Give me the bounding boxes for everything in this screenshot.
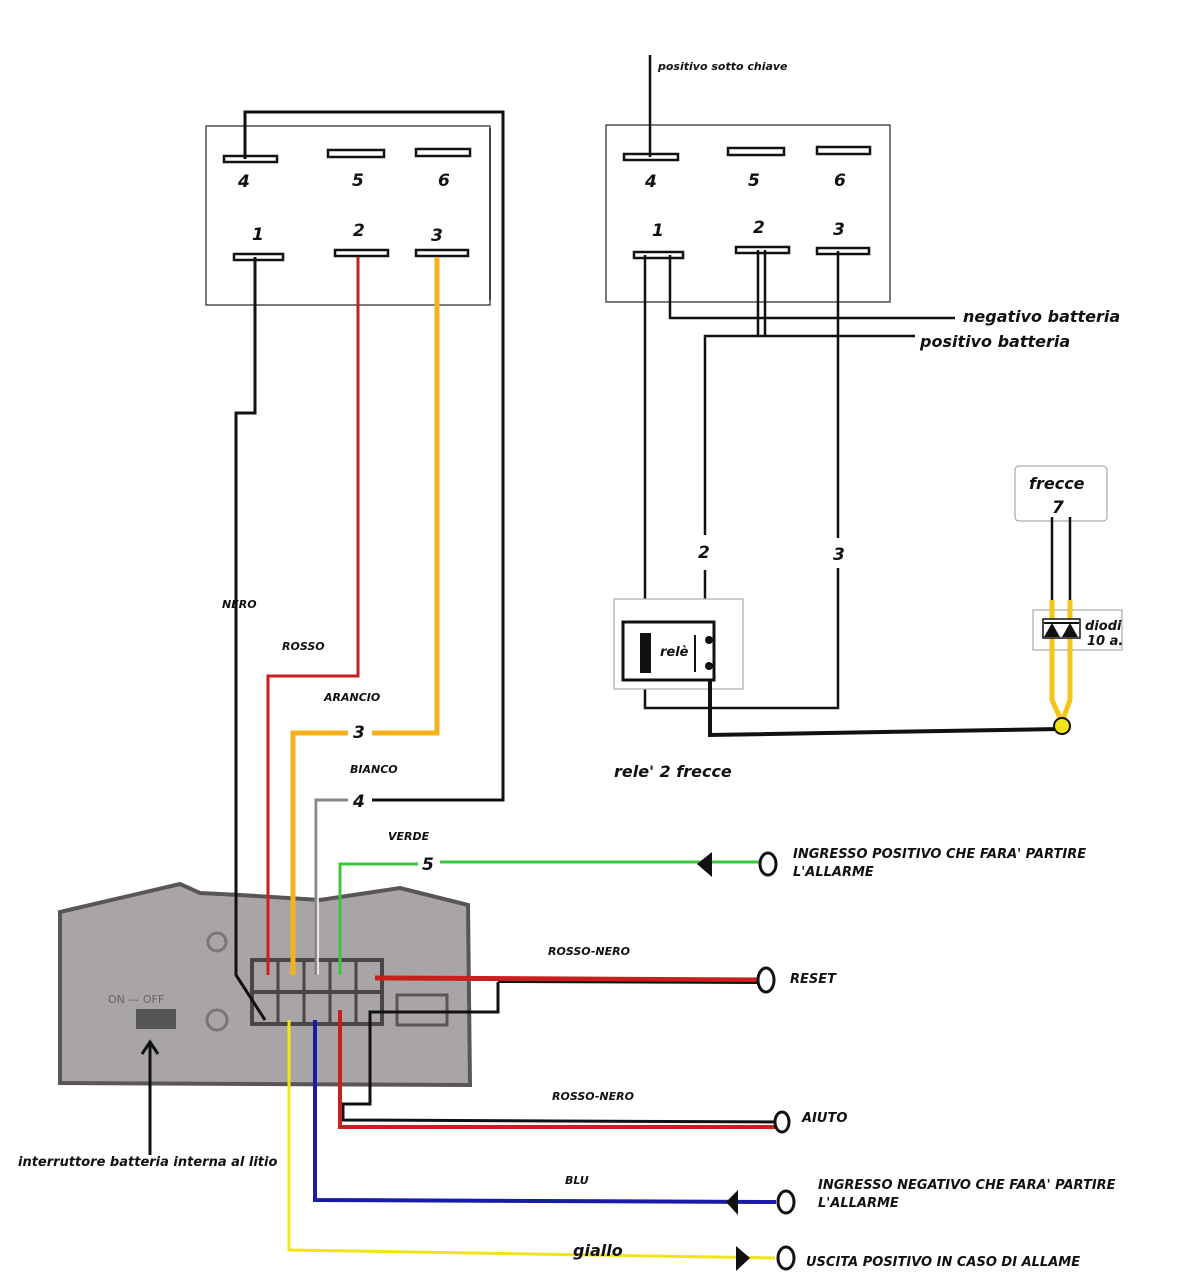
pin-label: 4 [644,172,657,192]
label-arancio: ARANCIO [323,691,380,704]
label-verde: VERDE [388,830,430,843]
relay-caption: rele' 2 frecce [614,762,732,781]
pin-label: 2 [353,221,365,241]
wire-rosso-nero-aiuto [338,1010,780,1129]
wire-2 [703,334,758,535]
wire-arancio [372,257,440,736]
output-label: INGRESSO NEGATIVO CHE FARA' PARTIRE [818,1178,1116,1193]
output-label: INGRESSO POSITIVO CHE FARA' PARTIRE [793,847,1086,862]
arrow-right-icon [736,1246,750,1271]
wire-rosso-nero-reset [374,975,766,983]
left-connector: 4 5 6 1 2 3 [205,125,491,306]
terminal-icon [758,851,778,877]
wire-pin4-black [243,110,505,802]
pin-label: 1 [652,221,664,241]
terminal-icon [776,1189,796,1215]
pin-label: 1 [252,225,264,245]
pin-2 [734,245,791,255]
wire-number: 5 [422,855,434,875]
wire-number: 3 [833,545,845,565]
label-nero: NERO [222,598,257,611]
pin-1 [632,250,685,260]
pin-label: 5 [748,171,760,191]
label-rosso-nero: ROSSO-NERO [552,1090,634,1103]
wire-blu [313,1020,777,1204]
wire-3 [643,568,840,710]
arrow-left-icon [697,852,712,877]
pin-3 [414,248,470,258]
wire-number: 3 [353,723,365,743]
diode-icon [1062,623,1078,637]
wire-nero [234,257,267,1021]
wire-rosso [266,257,360,975]
wire-black-aiuto [341,982,781,1124]
pin-4 [222,154,279,164]
relay-coil [640,633,651,673]
pin-label: 3 [833,220,845,240]
label-giallo: giallo [573,1241,623,1260]
arrow-left-icon [726,1190,738,1215]
label-rosso: ROSSO [282,640,325,653]
arrow-up-icon [140,1039,160,1055]
frecce-number: 7 [1052,498,1064,518]
relay-label: relè [660,645,689,660]
alarm-device: ON — OFF [58,881,473,1088]
pin-6 [815,145,872,156]
label-positivo-sotto-chiave: positivo sotto chiave [657,60,788,73]
terminal-icon [756,966,776,994]
wire-bianco [314,798,348,975]
junction-icon [1053,717,1071,735]
label-bianco: BIANCO [350,763,398,776]
wire-relay-frecce [708,680,1061,738]
right-connector: 4 5 6 1 2 3 [605,124,891,303]
pin-1 [232,252,285,262]
output-label: L'ALLARME [793,865,874,880]
diode-label: diodi [1085,619,1122,634]
wire-rosso-nero-reset-black [497,981,766,984]
label-positivo-batteria: positivo batteria [919,332,1070,351]
wire-arancio [290,730,348,975]
battery-switch[interactable] [136,1009,176,1029]
label-negativo-batteria: negativo batteria [963,307,1120,326]
pin-5 [726,146,786,157]
pin-6 [414,147,472,158]
diode-label: 10 a. [1087,634,1123,649]
wire-giallo [287,1020,776,1260]
pin-5 [326,148,386,159]
terminal-icon [776,1245,796,1271]
pin-label: 3 [431,226,443,246]
wire-number: 2 [698,543,710,563]
output-label: L'ALLARME [818,1196,899,1211]
frecce-box [1014,465,1108,522]
output-label: AIUTO [801,1111,847,1126]
wire-negativo [668,255,955,320]
switch-caption: interruttore batteria interna al litio [18,1155,277,1170]
relay: relè [613,598,744,690]
diode-icon [1044,623,1060,637]
wire-number: 4 [352,792,365,812]
output-label: USCITA POSITIVO IN CASO DI ALLAME [806,1255,1080,1270]
pin-label: 6 [438,171,450,191]
label-blu: BLU [565,1174,589,1187]
pin-label: 4 [237,172,250,192]
pin-label: 5 [352,171,364,191]
frecce-label: frecce [1029,474,1085,493]
pin-label: 2 [753,218,765,238]
label-rosso-nero: ROSSO-NERO [548,945,630,958]
pin-2 [333,248,390,258]
wire-verde [338,862,418,975]
terminal-icon [773,1110,791,1134]
switch-label: ON — OFF [108,993,164,1006]
pin-label: 6 [834,171,846,191]
output-label: RESET [790,972,837,987]
pin-3 [815,246,871,256]
